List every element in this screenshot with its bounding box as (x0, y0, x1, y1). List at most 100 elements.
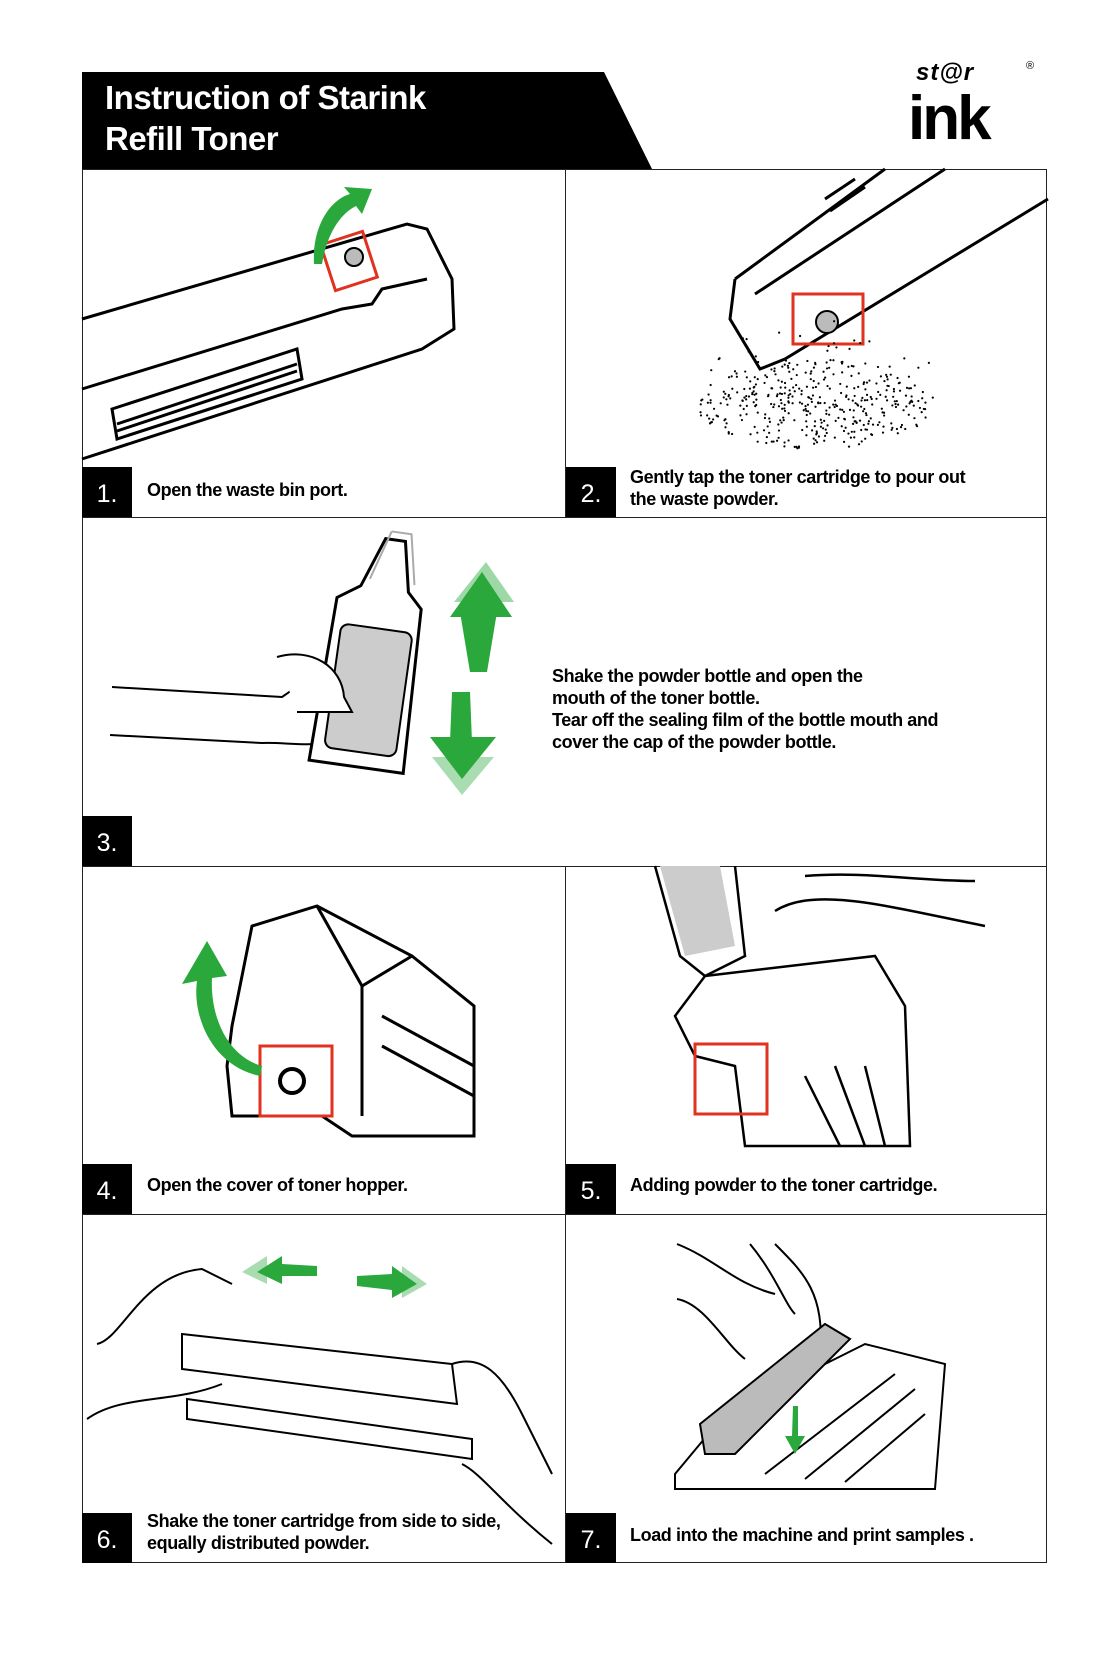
step-3-illustration (109, 530, 514, 795)
powder-dot (787, 412, 790, 415)
powder-dot (842, 440, 846, 443)
powder-dot (699, 414, 703, 417)
powder-dot (898, 389, 902, 392)
powder-dot (753, 393, 756, 396)
powder-dot (783, 381, 787, 385)
powder-dot (907, 413, 910, 416)
caption-line: Shake the toner cartridge from side to s… (147, 1511, 501, 1531)
caption-line: cover the cap of the powder bottle. (552, 732, 837, 752)
powder-dot (840, 425, 843, 428)
powder-dot (863, 399, 867, 402)
powder-dot (865, 393, 869, 397)
powder-dot (712, 418, 715, 421)
powder-dot (909, 387, 913, 390)
powder-dot (775, 439, 779, 442)
powder-dot (886, 378, 889, 381)
powder-dot (913, 384, 916, 387)
powder-dot (812, 437, 815, 440)
powder-dot (781, 365, 784, 368)
powder-dot (807, 395, 810, 399)
step-7-caption: Load into the machine and print samples … (630, 1524, 974, 1546)
powder-dot (751, 391, 754, 395)
powder-dot (810, 397, 813, 401)
powder-dot (822, 370, 825, 373)
powder-dot (832, 359, 835, 362)
powder-dot (724, 426, 727, 429)
powder-dot (880, 407, 883, 410)
powder-dot (783, 403, 786, 406)
powder-dot (857, 372, 860, 375)
powder-dot (768, 417, 771, 420)
logo-bottom: ink (908, 84, 992, 153)
powder-dot (752, 401, 755, 404)
powder-dot (866, 399, 869, 402)
powder-dot (840, 391, 843, 395)
powder-dot (825, 431, 828, 435)
powder-dot (699, 411, 702, 414)
powder-dot (800, 389, 803, 392)
powder-dot (745, 404, 748, 407)
powder-dot (766, 425, 769, 428)
powder-dot (722, 390, 725, 393)
step-6-illustration (86, 1256, 553, 1545)
powder-dot (754, 383, 758, 386)
powder-dot (752, 390, 755, 393)
powder-dot (876, 365, 880, 369)
powder-dot (770, 402, 773, 406)
powder-dot (910, 395, 913, 398)
caption-line: Adding powder to the toner cartridge. (630, 1175, 938, 1195)
powder-dot (798, 401, 801, 404)
powder-dot (811, 429, 814, 432)
powder-dot (795, 373, 798, 377)
powder-dot (818, 396, 821, 399)
powder-dot (780, 392, 784, 396)
powder-dot (852, 409, 855, 412)
powder-dot (722, 396, 725, 399)
powder-dot (869, 417, 872, 420)
powder-dot (806, 403, 810, 406)
powder-dot (903, 357, 906, 360)
powder-dot (907, 375, 911, 378)
powder-dot (789, 392, 792, 396)
powder-dot (778, 392, 782, 395)
powder-dot (824, 376, 827, 379)
powder-dot (921, 390, 924, 394)
powder-dot (823, 401, 826, 405)
powder-dot (895, 399, 898, 403)
powder-dot (805, 413, 808, 417)
powder-dot (862, 382, 865, 386)
powder-dot (805, 434, 808, 437)
powder-dot (707, 393, 710, 396)
powder-dot (820, 421, 823, 424)
powder-dot (834, 403, 837, 406)
powder-dot (753, 376, 756, 379)
powder-dot (801, 428, 804, 432)
powder-dot (709, 383, 712, 387)
powder-dot (725, 398, 728, 401)
powder-dot (908, 402, 911, 405)
powder-dot (835, 346, 838, 349)
powder-dot (902, 409, 905, 412)
powder-dot (851, 422, 855, 425)
powder-dot (791, 395, 794, 398)
powder-dot (745, 398, 748, 401)
powder-dot (865, 381, 869, 384)
powder-dot (842, 410, 846, 413)
powder-dot (855, 421, 858, 425)
powder-dot (885, 375, 889, 378)
powder-dot (755, 398, 758, 401)
powder-dot (857, 443, 861, 446)
powder-dot (796, 447, 799, 450)
divider (82, 517, 1047, 518)
powder-dot (889, 373, 892, 376)
powder-dot (793, 419, 796, 422)
caption-line: Shake the powder bottle and open the (552, 666, 863, 686)
caption-line: Load into the machine and print samples … (630, 1525, 974, 1545)
powder-dot (840, 362, 844, 365)
powder-dot (783, 392, 786, 395)
powder-dot (883, 379, 886, 383)
powder-dot (741, 337, 744, 340)
powder-dot (730, 375, 733, 378)
step-1-caption: Open the waste bin port. (147, 479, 348, 501)
powder-dot (881, 411, 884, 414)
